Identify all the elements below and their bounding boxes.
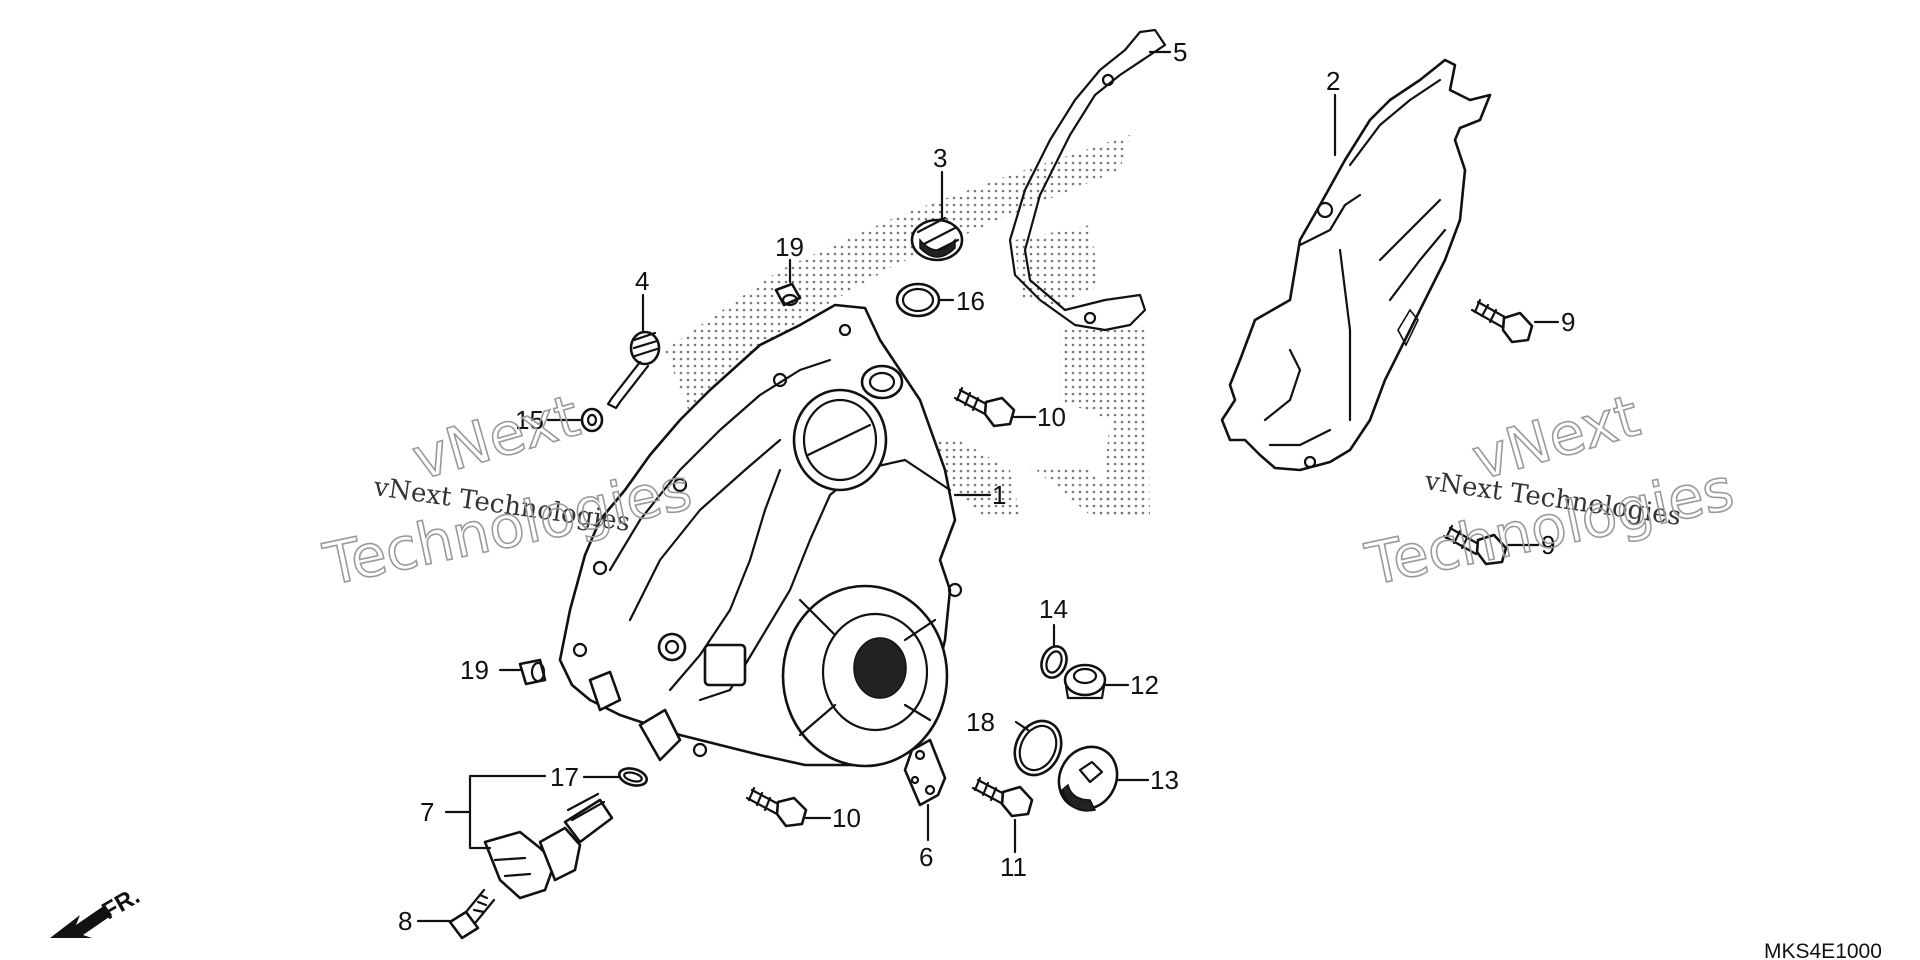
diagram-code: MKS4E1000 (1764, 940, 1882, 960)
watermark-big-right: Technologies (1360, 455, 1740, 599)
callout-17: 17 (550, 762, 579, 792)
background-emblem (665, 135, 1150, 515)
callout-11: 11 (1000, 852, 1027, 882)
oil-filler-cap-part-3[interactable] (910, 216, 964, 262)
callout-1: 1 (992, 480, 1006, 510)
gasket-part-5[interactable] (1008, 28, 1167, 332)
cap-part-13[interactable] (1048, 736, 1128, 819)
callout-19b: 19 (460, 655, 489, 685)
leader-lines (416, 50, 1560, 923)
o-ring-part-14[interactable] (1037, 643, 1070, 681)
callout-7: 7 (420, 797, 434, 827)
callout-18: 18 (966, 707, 995, 737)
bolt-part-11[interactable] (971, 776, 1034, 818)
front-direction-indicator: FR. (50, 882, 144, 938)
callout-2: 2 (1326, 66, 1340, 96)
callout-5: 5 (1173, 37, 1187, 67)
bolt-part-8[interactable] (448, 888, 496, 940)
sprocket-cover-part-2[interactable] (1220, 58, 1492, 472)
timing-plug-part-4[interactable] (606, 330, 661, 410)
callout-10a: 10 (1037, 402, 1066, 432)
bolt-part-10-upper[interactable] (953, 386, 1016, 428)
dowel-pin-part-19-upper[interactable] (774, 282, 802, 307)
o-ring-part-17[interactable] (617, 766, 648, 789)
plug-part-12[interactable] (1063, 663, 1107, 700)
o-ring-part-16[interactable] (895, 282, 941, 318)
watermark-right: vNext vNext Technologies Technologies (1359, 381, 1740, 600)
callout-10b: 10 (832, 803, 861, 833)
watermark-brand-left: vNext (405, 381, 587, 493)
sensor-part-7[interactable] (483, 792, 614, 900)
callout-19a: 19 (775, 232, 804, 262)
callout-12: 12 (1130, 670, 1159, 700)
callout-9b: 9 (1541, 530, 1555, 560)
bolt-part-9-upper[interactable] (1470, 298, 1534, 344)
callout-3: 3 (933, 143, 947, 173)
callout-4: 4 (635, 266, 649, 296)
o-ring-part-18[interactable] (1006, 713, 1070, 782)
callout-16: 16 (956, 286, 985, 316)
callout-15: 15 (515, 405, 544, 435)
callout-8: 8 (398, 906, 412, 936)
bolt-part-10-lower[interactable] (745, 786, 808, 828)
front-arrow-icon (50, 905, 112, 938)
bolt-part-9-lower[interactable] (1442, 524, 1508, 566)
dowel-pin-part-19-lower[interactable] (518, 658, 547, 686)
crankcase-cover-part-1[interactable] (558, 303, 963, 768)
cover-plate-part-6[interactable] (903, 738, 947, 807)
callout-13: 13 (1150, 765, 1179, 795)
callout-6: 6 (919, 842, 933, 872)
callout-14: 14 (1039, 594, 1068, 624)
callout-9a: 9 (1561, 307, 1575, 337)
washer-part-15[interactable] (580, 407, 604, 433)
